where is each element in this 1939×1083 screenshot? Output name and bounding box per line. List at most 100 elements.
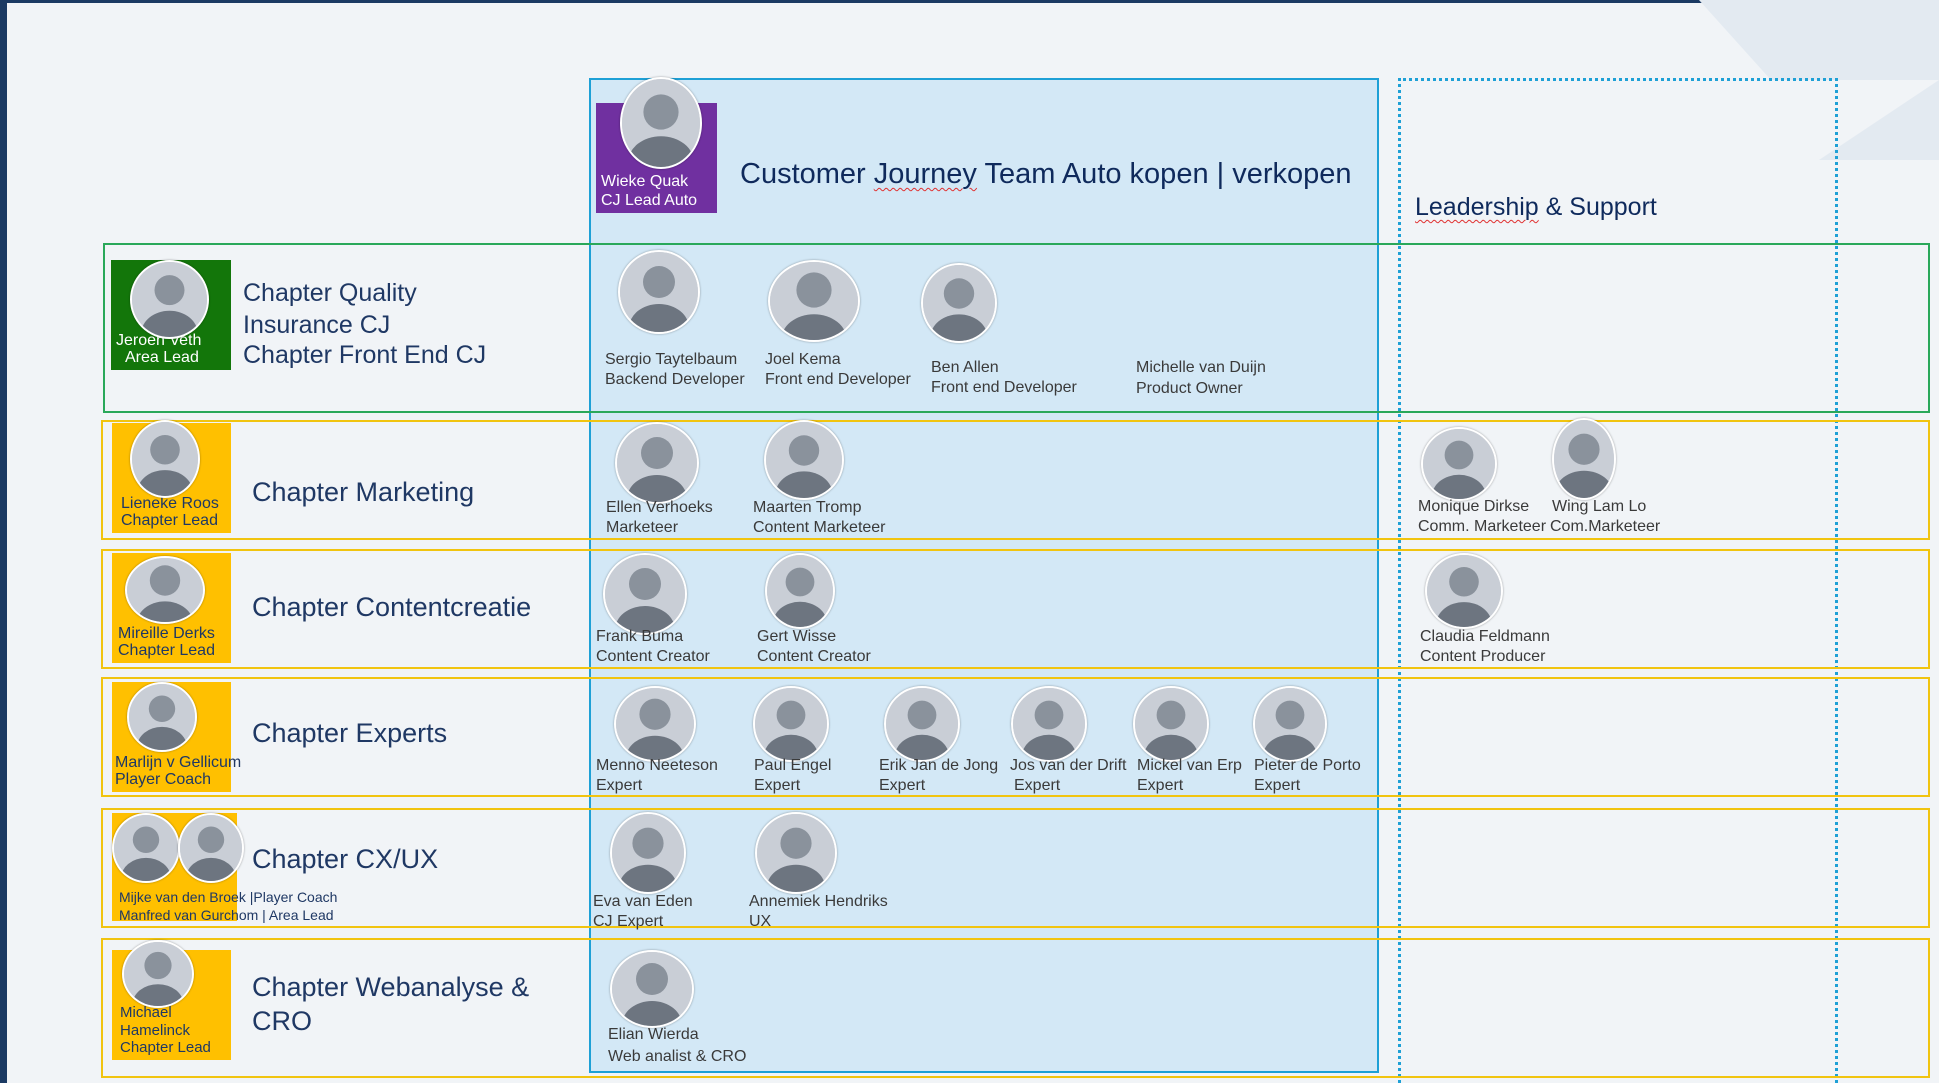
avatar (1133, 686, 1209, 762)
row-content (101, 549, 1930, 669)
member-name: Elian Wierda (608, 1026, 699, 1043)
avatar (618, 250, 700, 334)
row-quality (103, 243, 1930, 413)
row-marketing (101, 420, 1930, 540)
avatar (1253, 686, 1327, 762)
member-name: Annemiek Hendriks (749, 893, 888, 910)
avatar (178, 813, 244, 883)
chapter-lead-name: Mireille Derks (118, 625, 215, 642)
member-role: Marketeer (606, 519, 679, 536)
chapter-lead-name: Hamelinck (120, 1022, 191, 1039)
avatar (1421, 427, 1497, 501)
chapter-lead-role: Player Coach (115, 771, 212, 788)
support-role: Content Producer (1420, 648, 1546, 665)
background-shape (1699, 0, 1939, 80)
chapter-title: Chapter Marketing (252, 477, 475, 507)
chapter-lead-name: Manfred van Gurchom | Area Lead (119, 907, 334, 923)
chapter-title: Chapter CX/UX (252, 844, 439, 874)
member-name: Paul Engel (754, 757, 832, 774)
avatar (921, 263, 997, 343)
member-name: Sergio Taytelbaum (605, 351, 738, 368)
chapter-title: Chapter Webanalyse & (252, 972, 530, 1002)
chapter-title: Chapter Front End CJ (243, 341, 487, 369)
member-role: Product Owner (1136, 380, 1243, 397)
avatar (765, 553, 835, 629)
member-role: Expert (879, 777, 926, 794)
leadership-column (1398, 78, 1838, 1083)
support-role: Comm. Marketeer (1418, 518, 1547, 535)
member-name: Mickel van Erp (1137, 757, 1242, 774)
avatar (130, 420, 200, 498)
chapter-title: Chapter Quality (243, 279, 417, 307)
avatar (130, 260, 209, 339)
avatar (122, 940, 194, 1008)
avatar (610, 950, 694, 1028)
member-role: Expert (596, 777, 643, 794)
member-name: Erik Jan de Jong (879, 757, 999, 774)
avatar (614, 686, 696, 762)
chapter-title: Insurance CJ (243, 311, 391, 339)
member-role: Content Creator (757, 648, 871, 665)
member-role: Content Creator (596, 648, 710, 665)
chapter-lead-name: Lieneke Roos (121, 495, 219, 512)
avatar (1552, 418, 1616, 500)
member-role: Expert (1014, 777, 1061, 794)
member-name: Eva van Eden (593, 893, 693, 910)
support-role: Com.Marketeer (1550, 518, 1661, 535)
left-border (0, 0, 7, 1083)
chapter-lead-role: Chapter Lead (118, 642, 215, 659)
chapter-title: Chapter Contentcreatie (252, 592, 532, 622)
member-name: Frank Buma (596, 628, 684, 645)
avatar (127, 682, 197, 752)
support-name: Monique Dirkse (1418, 498, 1530, 515)
member-name: Gert Wisse (757, 628, 837, 645)
team-title: Customer Journey Team Auto kopen | verko… (740, 158, 1352, 190)
member-name: Menno Neeteson (596, 757, 718, 774)
chapter-lead-name: Mijke van den Broek |Player Coach (119, 889, 338, 905)
chapter-title: CRO (252, 1006, 312, 1036)
member-role: Content Marketeer (753, 519, 886, 536)
member-name: Jos van der Drift (1010, 757, 1127, 774)
member-name: Joel Kema (765, 351, 841, 368)
support-name: Wing Lam Lo (1552, 498, 1647, 515)
chapter-lead-name: Marlijn v Gellicum (115, 754, 242, 771)
row-cxux (101, 808, 1930, 928)
avatar (615, 422, 699, 504)
chapter-title: Chapter Experts (252, 718, 448, 748)
avatar (603, 553, 687, 635)
support-name: Claudia Feldmann (1420, 628, 1550, 645)
row-experts (101, 677, 1930, 797)
avatar (620, 77, 702, 169)
avatar (755, 812, 837, 894)
avatar (768, 260, 860, 342)
member-role: CJ Expert (593, 913, 664, 930)
leadership-title: Leadership & Support (1415, 193, 1657, 221)
member-role: Front end Developer (765, 371, 911, 388)
avatar (1011, 686, 1087, 762)
member-role: Expert (1254, 777, 1301, 794)
top-border (0, 0, 1939, 3)
avatar (884, 686, 960, 762)
avatar (764, 420, 844, 500)
member-name: Ellen Verhoeks (606, 499, 713, 516)
member-role: UX (749, 913, 772, 930)
member-name: Ben Allen (931, 359, 999, 376)
member-name: Pieter de Porto (1254, 757, 1361, 774)
member-role: Web analist & CRO (608, 1048, 747, 1065)
member-role: Backend Developer (605, 371, 745, 388)
avatar (1425, 553, 1503, 629)
chapter-lead-role: Chapter Lead (120, 1039, 211, 1056)
avatar (753, 686, 829, 762)
chapter-lead-name: Michael (120, 1004, 172, 1021)
row-webanalyse (101, 938, 1930, 1078)
avatar (125, 556, 205, 624)
member-name: Michelle van Duijn (1136, 359, 1266, 376)
member-role: Expert (754, 777, 801, 794)
avatar (610, 812, 686, 894)
team-lead-name: Wieke Quak (601, 173, 689, 190)
chapter-lead-role: Area Lead (125, 349, 199, 366)
member-role: Expert (1137, 777, 1184, 794)
member-name: Maarten Tromp (753, 499, 862, 516)
chapter-lead-role: Chapter Lead (121, 512, 218, 529)
avatar (112, 813, 180, 883)
